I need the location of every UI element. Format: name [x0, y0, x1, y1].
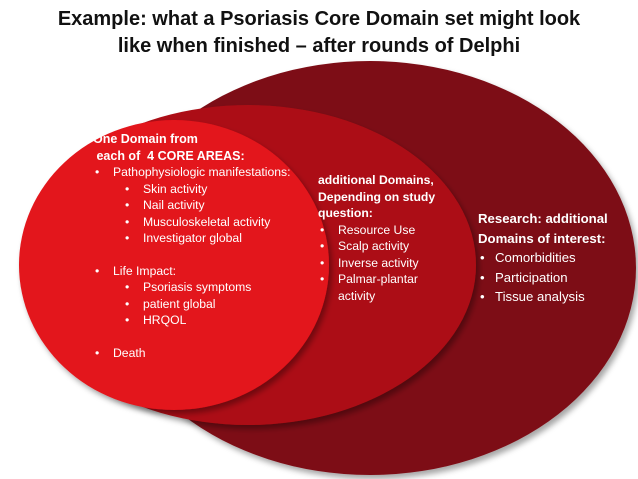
- core-item-death: Death: [93, 345, 313, 362]
- research-list: Comorbidities Participation Tissue analy…: [478, 248, 628, 307]
- core-heading-line-2: each of 4 CORE AREAS:: [93, 148, 245, 163]
- research-domain-panel: Research: additional Domains of interest…: [478, 209, 628, 307]
- research-heading-line-2: Domains of interest:: [478, 230, 606, 246]
- spacer: [93, 247, 313, 263]
- patho-item: Musculoskeletal activity: [93, 214, 313, 231]
- additional-item: Palmar-plantar activity: [318, 271, 433, 304]
- core-list: Death: [93, 345, 313, 362]
- life-item: HRQOL: [93, 312, 313, 329]
- title-line-2: like when finished – after rounds of Del…: [117, 35, 521, 57]
- additional-domain-panel: additional Domains, Depending on study q…: [318, 172, 468, 304]
- research-heading-line-1: Research: additional: [478, 211, 608, 226]
- life-label: Life Impact:: [113, 263, 176, 278]
- research-item: Tissue analysis: [478, 287, 628, 307]
- patho-label: Pathophysiologic manifestations:: [113, 165, 291, 179]
- core-heading-line-1: One Domain from: [93, 132, 198, 146]
- title-line-1: Example: what a Psoriasis Core Domain se…: [57, 8, 581, 30]
- additional-item: Scalp activity: [318, 238, 468, 255]
- patho-sublist: Skin activity Nail activity Musculoskele…: [93, 181, 313, 247]
- life-item: Psoriasis symptoms: [93, 279, 313, 296]
- life-item: patient global: [93, 296, 313, 313]
- research-item: Participation: [478, 268, 628, 288]
- page-title: Example: what a Psoriasis Core Domain se…: [0, 6, 638, 60]
- core-list: Pathophysiologic manifestations:: [93, 164, 313, 181]
- additional-heading-line-3: question:: [318, 206, 373, 220]
- core-list: Life Impact:: [93, 263, 313, 280]
- patho-item: Investigator global: [93, 230, 313, 247]
- additional-item: Inverse activity: [318, 255, 468, 272]
- core-domain-panel: One Domain from each of 4 CORE AREAS: Pa…: [93, 131, 313, 361]
- spacer: [93, 329, 313, 345]
- additional-heading-line-1: additional Domains,: [318, 173, 434, 187]
- core-item-life: Life Impact:: [93, 263, 313, 280]
- life-sublist: Psoriasis symptoms patient global HRQOL: [93, 279, 313, 329]
- core-item-patho: Pathophysiologic manifestations:: [93, 164, 313, 181]
- patho-item: Skin activity: [93, 181, 313, 198]
- research-item: Comorbidities: [478, 248, 628, 268]
- patho-item: Nail activity: [93, 197, 313, 214]
- additional-item: Resource Use: [318, 222, 468, 239]
- additional-heading-line-2: Depending on study: [318, 189, 436, 204]
- additional-list: Resource Use Scalp activity Inverse acti…: [318, 222, 468, 305]
